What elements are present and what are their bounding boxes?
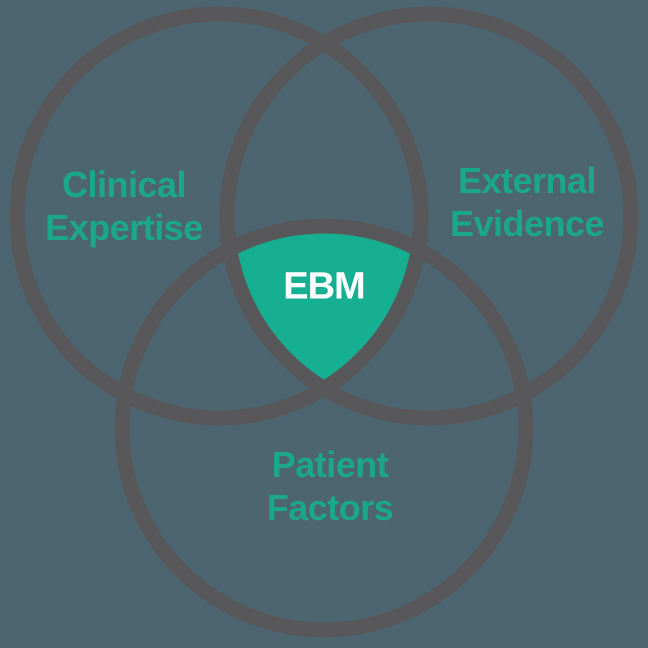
label-ebm: EBM bbox=[283, 265, 365, 308]
label-external-evidence: External Evidence bbox=[449, 159, 605, 245]
label-clinical-expertise-line1: Clinical bbox=[61, 164, 187, 205]
circle-external-evidence bbox=[219, 6, 639, 426]
label-patient-factors: Patient Factors bbox=[267, 443, 394, 529]
label-clinical-expertise: Clinical Expertise bbox=[45, 163, 203, 249]
circle-patient-factors bbox=[114, 218, 534, 638]
label-clinical-expertise-line2: Expertise bbox=[45, 207, 203, 248]
circle-clinical-expertise bbox=[9, 6, 429, 426]
label-patient-factors-line1: Patient bbox=[271, 444, 389, 485]
label-external-evidence-line2: Evidence bbox=[449, 203, 605, 244]
label-patient-factors-line2: Factors bbox=[266, 487, 394, 528]
label-external-evidence-line1: External bbox=[457, 160, 597, 201]
